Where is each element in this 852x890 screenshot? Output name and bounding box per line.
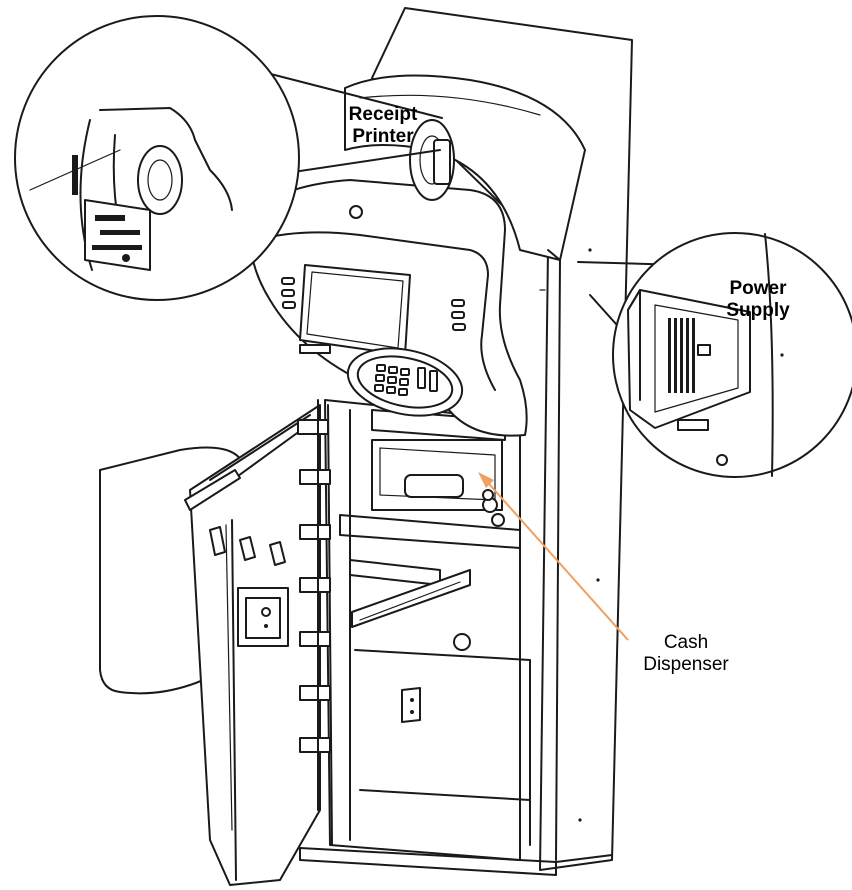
receipt-printer-label-line2: Printer <box>352 126 414 147</box>
cabinet-body <box>299 7 633 876</box>
power-supply-label-line1: Power <box>729 278 787 299</box>
power-supply-callout <box>577 232 852 478</box>
keypad <box>374 364 438 396</box>
open-door <box>99 399 331 886</box>
receipt-printer-label: Receipt Printer <box>338 104 428 148</box>
receipt-printer-callout <box>14 15 443 301</box>
cash-dispenser-label-line2: Dispenser <box>643 654 729 675</box>
cash-dispenser-label-line1: Cash <box>663 632 709 653</box>
power-supply-label-line2: Supply <box>726 300 790 321</box>
atm-fascia <box>248 179 528 437</box>
receipt-printer-label-line1: Receipt <box>348 104 418 125</box>
cash-dispenser-label: Cash Dispenser <box>618 632 754 676</box>
power-supply-label: Power Supply <box>710 278 806 322</box>
pointer-line <box>481 475 629 641</box>
cabinet-interior <box>324 399 531 861</box>
pointer-arrowhead <box>478 472 494 488</box>
cash-dispenser-pointer <box>478 472 629 641</box>
vent-grille <box>668 318 695 393</box>
